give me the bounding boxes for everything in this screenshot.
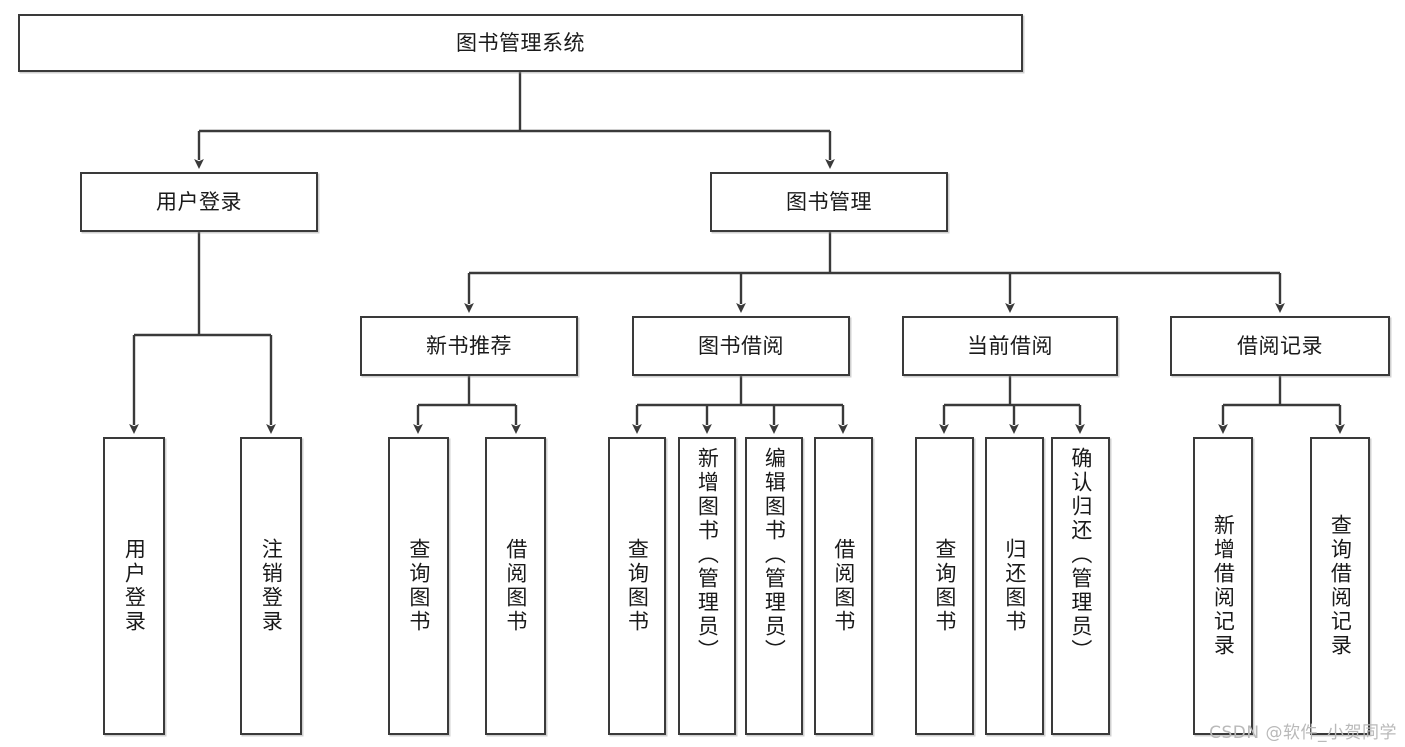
edge-group-book-borrow — [632, 376, 848, 434]
node-leaf-return-book[interactable]: 归还图书 — [985, 437, 1044, 735]
node-new-book-rec-label: 新书推荐 — [426, 333, 512, 358]
node-root[interactable]: 图书管理系统 — [18, 14, 1023, 72]
node-leaf-borrow-book-rec-label: 借阅图书 — [503, 538, 528, 634]
node-leaf-query-book-borrow-label: 查询图书 — [625, 538, 650, 634]
edge-group-borrow-record — [1218, 376, 1345, 434]
node-book-manage[interactable]: 图书管理 — [710, 172, 948, 232]
node-leaf-borrow-book-rec[interactable]: 借阅图书 — [485, 437, 546, 735]
node-leaf-user-logout-label: 注销登录 — [259, 538, 284, 634]
node-current-borrow[interactable]: 当前借阅 — [902, 316, 1118, 376]
edge-group-current-borrow — [939, 376, 1085, 434]
node-leaf-query-book-cur-label: 查询图书 — [932, 538, 957, 634]
node-leaf-borrow-book[interactable]: 借阅图书 — [814, 437, 873, 735]
node-current-borrow-label: 当前借阅 — [967, 333, 1053, 358]
node-leaf-query-record-label: 查询借阅记录 — [1328, 514, 1353, 658]
node-leaf-user-logout[interactable]: 注销登录 — [240, 437, 302, 735]
node-leaf-edit-book-label: 编辑图书（管理员） — [762, 447, 787, 663]
node-borrow-record-label: 借阅记录 — [1237, 333, 1323, 358]
edge-group-book-manage — [464, 232, 1285, 313]
node-leaf-query-book-borrow[interactable]: 查询图书 — [608, 437, 666, 735]
node-leaf-query-book-rec[interactable]: 查询图书 — [388, 437, 449, 735]
node-book-manage-label: 图书管理 — [786, 189, 872, 214]
node-book-borrow-label: 图书借阅 — [698, 333, 784, 358]
node-leaf-user-login-label: 用户登录 — [122, 538, 147, 634]
node-user-login[interactable]: 用户登录 — [80, 172, 318, 232]
node-root-label: 图书管理系统 — [456, 30, 585, 55]
node-leaf-add-book-label: 新增图书（管理员） — [695, 447, 720, 663]
node-leaf-confirm-return-label: 确认归还（管理员） — [1068, 447, 1093, 663]
node-leaf-query-record[interactable]: 查询借阅记录 — [1310, 437, 1370, 735]
node-leaf-user-login[interactable]: 用户登录 — [103, 437, 165, 735]
node-leaf-return-book-label: 归还图书 — [1002, 538, 1027, 634]
node-new-book-rec[interactable]: 新书推荐 — [360, 316, 578, 376]
edge-group-new-book-rec — [413, 376, 521, 434]
edge-group-user-login — [129, 232, 276, 434]
node-book-borrow[interactable]: 图书借阅 — [632, 316, 850, 376]
node-leaf-confirm-return[interactable]: 确认归还（管理员） — [1051, 437, 1110, 735]
node-leaf-query-book-rec-label: 查询图书 — [406, 538, 431, 634]
node-borrow-record[interactable]: 借阅记录 — [1170, 316, 1390, 376]
node-leaf-add-book[interactable]: 新增图书（管理员） — [678, 437, 736, 735]
node-leaf-add-record[interactable]: 新增借阅记录 — [1193, 437, 1253, 735]
node-leaf-add-record-label: 新增借阅记录 — [1211, 514, 1236, 658]
node-leaf-query-book-cur[interactable]: 查询图书 — [915, 437, 974, 735]
node-leaf-edit-book[interactable]: 编辑图书（管理员） — [745, 437, 803, 735]
edge-group-root — [194, 72, 835, 169]
node-user-login-label: 用户登录 — [156, 189, 242, 214]
node-leaf-borrow-book-label: 借阅图书 — [831, 538, 856, 634]
